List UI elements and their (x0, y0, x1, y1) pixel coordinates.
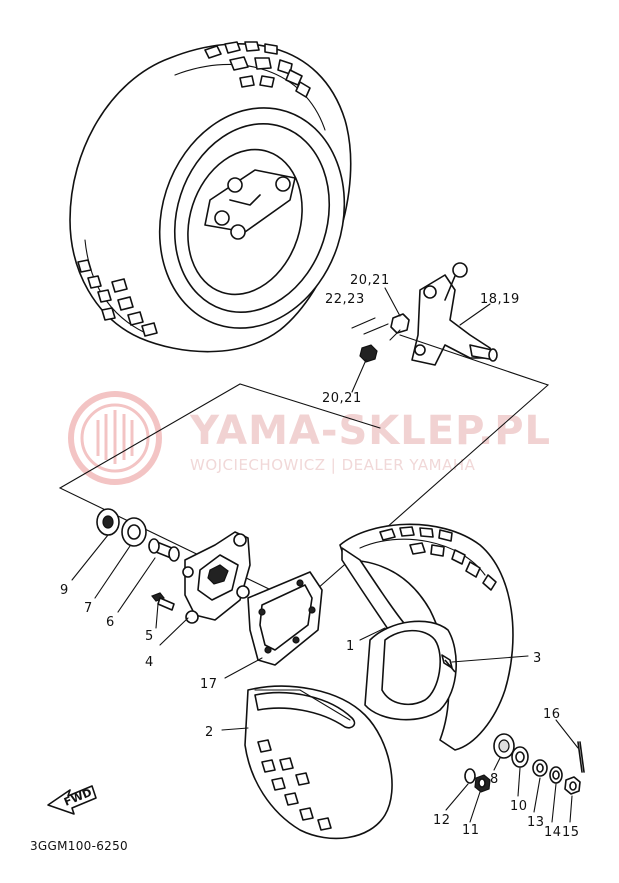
cotter-pin-16 (577, 741, 585, 773)
label-part-9: 9 (60, 583, 69, 598)
label-part-15: 15 (562, 825, 580, 840)
label-part-17: 17 (200, 677, 218, 692)
label-part-20-21-top: 20,21 (350, 273, 390, 288)
leader-lines (71, 287, 579, 823)
label-part-4: 4 (145, 655, 154, 670)
tread-blocks-side (77, 259, 158, 337)
label-part-11: 11 (462, 823, 480, 838)
watermark: YAMA-SKLEP.PL WOJCIECHOWICZ | DEALER YAM… (68, 391, 551, 485)
label-part-10: 10 (510, 799, 528, 814)
rim-3 (364, 620, 457, 721)
nut-15 (564, 776, 581, 795)
forward-direction-arrow: FWD (47, 785, 97, 815)
diagram-code: 3GGM100-6250 (30, 839, 128, 853)
tread-blocks-top (204, 41, 311, 98)
tread-blocks-lower-left (257, 739, 332, 831)
bearing-7 (121, 517, 147, 547)
label-part-8: 8 (490, 772, 499, 787)
label-part-6: 6 (106, 615, 115, 630)
oil-seal-9 (96, 508, 120, 536)
watermark-subtitle: WOJCIECHOWICZ | DEALER YAMAHA (190, 456, 476, 474)
label-part-12: 12 (433, 813, 451, 828)
label-part-7: 7 (84, 601, 93, 616)
assembly-boundary-line (58, 334, 550, 605)
label-part-18-19: 18,19 (480, 292, 520, 307)
label-part-5: 5 (145, 629, 154, 644)
washer-12 (464, 768, 476, 784)
bolt-5 (151, 592, 175, 611)
label-part-16: 16 (543, 707, 561, 722)
label-part-14: 14 (544, 825, 562, 840)
tire-inner-half-2 (244, 685, 393, 840)
nut-11 (474, 774, 491, 793)
watermark-title: YAMA-SKLEP.PL (189, 408, 551, 454)
label-part-22-23: 22,23 (325, 292, 365, 307)
label-part-20-21-bottom: 20,21 (322, 391, 362, 406)
washer-10 (511, 746, 529, 768)
label-part-2: 2 (205, 725, 214, 740)
tread-blocks-lower-right (379, 526, 497, 591)
label-part-3: 3 (533, 651, 542, 666)
washer-13 (532, 759, 548, 777)
wheel-hub-4 (182, 531, 251, 624)
watermark-logo-icon (68, 391, 162, 485)
spacer-6 (148, 538, 180, 562)
washer-14 (549, 766, 563, 784)
assembled-wheel-illustration (69, 41, 352, 353)
part-number-labels: 9 7 6 5 4 17 1 3 2 16 8 10 12 11 13 14 1… (60, 273, 580, 840)
knuckle-hardware (351, 313, 410, 363)
label-part-13: 13 (527, 815, 545, 830)
steering-knuckle-illustration (411, 262, 498, 366)
label-part-1: 1 (346, 639, 355, 654)
disc-plate-17 (247, 571, 323, 666)
tire-outer-half-1 (339, 523, 514, 751)
bearing-8 (493, 733, 515, 759)
